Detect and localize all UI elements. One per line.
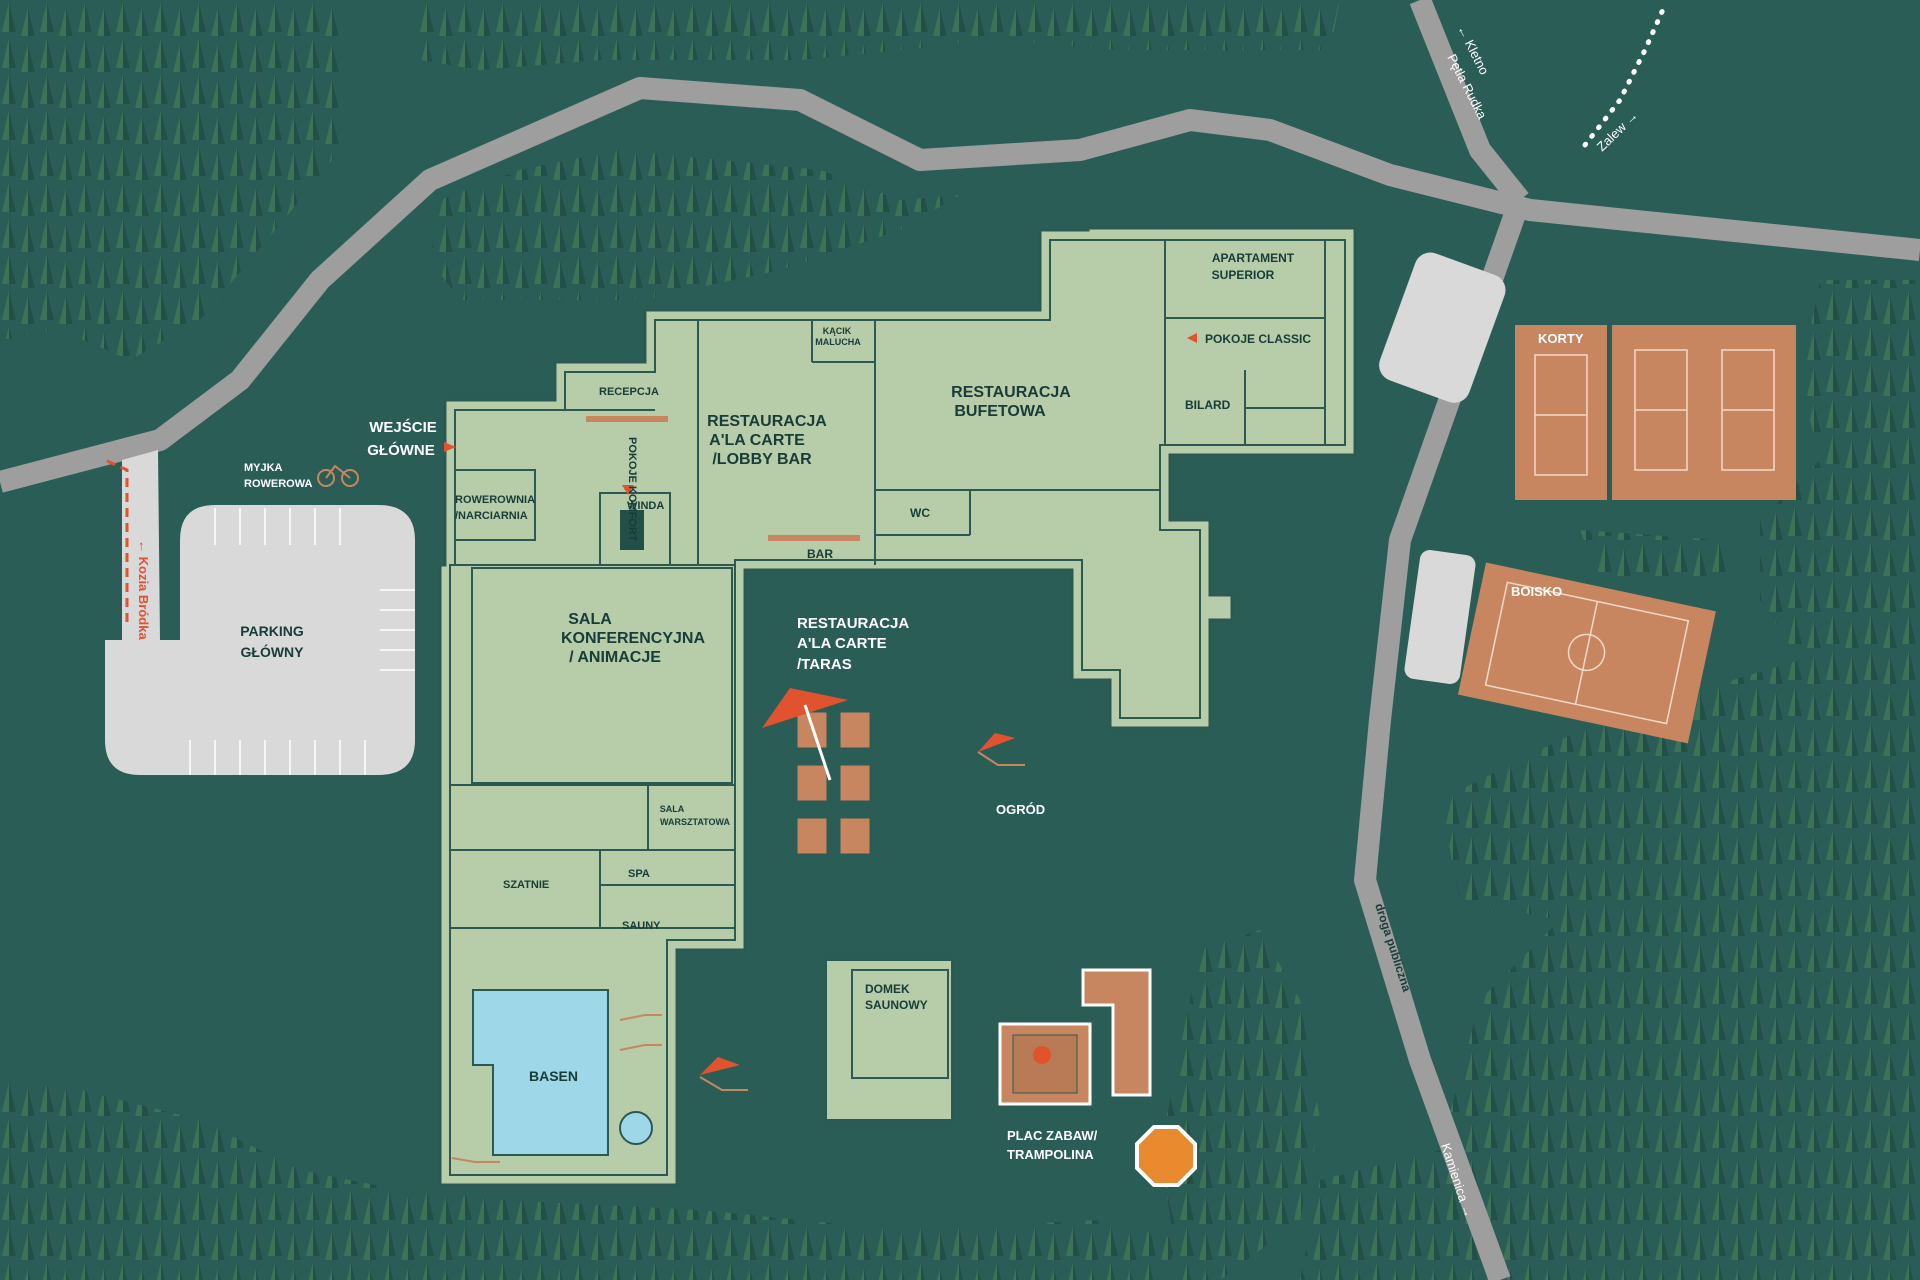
bar-counter — [768, 535, 860, 541]
sauna-house — [825, 959, 953, 1121]
szatnie-label: SZATNIE — [503, 879, 549, 891]
korty-label: KORTY — [1538, 331, 1584, 346]
terrace-umbrella-icon — [762, 688, 848, 781]
bilard-label: BILARD — [1185, 398, 1231, 412]
plac-zabaw-label: PLAC ZABAW/TRAMPOLINA — [1007, 1128, 1098, 1162]
forest-bottom-right — [1160, 930, 1320, 1280]
sunbed-umbrella-icon — [451, 733, 1025, 1163]
wc-label: WC — [910, 506, 930, 520]
kozia-brodka-label: ← Kozia Bródka — [136, 540, 151, 640]
bar-label: BAR — [807, 547, 833, 561]
recepcja-label: RECEPCJA — [599, 386, 659, 398]
bike-icon — [317, 464, 359, 487]
trampoline-icon — [1135, 1125, 1197, 1187]
winda-label: WINDA — [627, 500, 664, 512]
main-road — [0, 77, 1920, 493]
forest-top-strip — [410, 0, 1340, 70]
pokoje-komfort-label: POKOJE KOMFORT — [626, 437, 638, 542]
forest-bottom-left — [0, 1080, 1180, 1280]
side-parking-top — [1379, 252, 1506, 403]
spa-label: SPA — [628, 868, 650, 880]
forest-right — [1300, 280, 1920, 1280]
kozia-brodka-path — [104, 458, 129, 622]
terrace-tables — [796, 711, 871, 855]
main-parking — [105, 450, 415, 775]
pokoje-komfort-arrow-icon — [622, 485, 634, 495]
road-to-kletno — [1409, 0, 1529, 207]
basen-label: BASEN — [529, 1068, 578, 1084]
rowerownia-label: ROWEROWNIA/NARCIARNIA — [455, 494, 535, 522]
tennis-courts — [1515, 325, 1796, 500]
forest-top-left — [0, 0, 340, 360]
boisko-label: BOISKO — [1511, 584, 1562, 599]
reception-counter — [586, 416, 668, 422]
sports-field — [1457, 562, 1716, 744]
elevator — [620, 510, 644, 550]
pool — [472, 989, 653, 1156]
forest-right-small — [1580, 530, 1730, 580]
pokoje-classic-label: POKOJE CLASSIC — [1205, 332, 1311, 346]
playground — [998, 968, 1197, 1187]
public-road — [1354, 196, 1531, 1280]
pokoje-classic-arrow-icon — [1187, 333, 1197, 343]
entrance-arrow-icon — [444, 442, 456, 452]
ogrod-label: OGRÓD — [996, 802, 1045, 817]
main-building — [438, 226, 1357, 1187]
side-parking-mid — [1404, 550, 1476, 684]
forest-center — [430, 150, 960, 300]
sauny-label: SAUNY — [622, 920, 661, 932]
